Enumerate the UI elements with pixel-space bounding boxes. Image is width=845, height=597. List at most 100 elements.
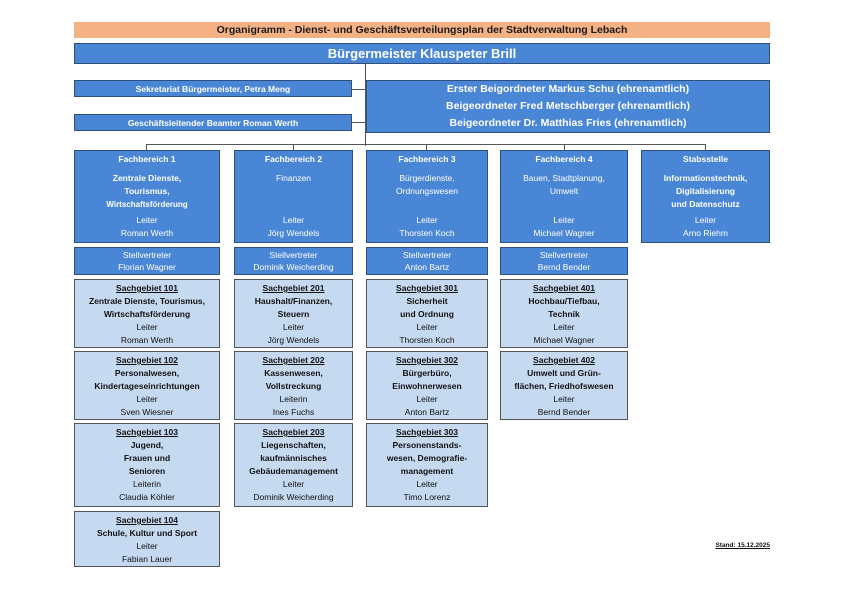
- leiter-name: Thorsten Koch: [399, 335, 455, 345]
- sachgebiet-title: Sachgebiet 102: [116, 355, 178, 365]
- leiter-name: Roman Werth: [120, 228, 174, 238]
- leiter-label: Leiter: [416, 322, 438, 332]
- sachgebiet-name-line: Sicherheit: [406, 296, 448, 306]
- leiter-label: Leiter: [282, 215, 305, 225]
- sachgebiet-title: Sachgebiet 301: [396, 283, 458, 293]
- sachgebiet-103-box: Sachgebiet 103 Jugend, Frauen und Senior…: [74, 423, 220, 507]
- leiter-name: Arno Riehm: [683, 228, 728, 238]
- leiter-label: Leiterin: [133, 479, 161, 489]
- leiter-name: Timo Lorenz: [403, 492, 451, 502]
- sachgebiet-title: Sachgebiet 202: [262, 355, 325, 365]
- sachgebiet-name-line: Jugend,: [130, 440, 164, 450]
- fachbereich-3-box: Fachbereich 3 Bürgerdienste, Ordnungswes…: [366, 150, 488, 243]
- leiter-name: Dominik Weicherding: [253, 492, 334, 502]
- sachgebiet-name-line: Senioren: [128, 466, 166, 476]
- sachgebiet-title: Sachgebiet 401: [533, 283, 595, 293]
- sachgebiet-title: Sachgebiet 104: [116, 515, 178, 525]
- sachgebiet-name-line: Vollstreckung: [265, 381, 322, 391]
- sachgebiet-104-box: Sachgebiet 104 Schule, Kultur und Sport …: [74, 511, 220, 567]
- stellvertreter-box: Stellvertreter Anton Bartz: [366, 247, 488, 275]
- fachbereich-name: Finanzen: [235, 172, 352, 185]
- sachgebiet-name-line: Liegenschaften,: [261, 440, 326, 450]
- fachbereich-name-line: Ordnungswesen: [396, 186, 458, 196]
- sachgebiet-name-line: management: [400, 466, 454, 476]
- stellvertreter-label: Stellvertreter: [402, 250, 452, 260]
- leiter-label: Leiter: [416, 479, 438, 489]
- leiter-name: Anton Bartz: [404, 407, 450, 417]
- fachbereich-name: Bauen, Stadtplanung, Umwelt: [501, 172, 627, 198]
- leiter-label: Leiter: [282, 479, 305, 489]
- sachgebiet-name-line: Technik: [548, 309, 580, 319]
- sachgebiet-202-box: Sachgebiet 202 Kassenwesen, Vollstreckun…: [234, 351, 353, 420]
- connector-line: [352, 89, 365, 90]
- sachgebiet-name-line: Wirtschaftsförderung: [103, 309, 191, 319]
- geschaeftsleitender-beamter-box: Geschäftsleitender Beamter Roman Werth: [74, 114, 352, 131]
- fachbereich-name: Zentrale Dienste, Tourismus, Wirtschafts…: [75, 172, 219, 211]
- sachgebiet-name-line: Frauen und: [123, 453, 171, 463]
- leiter-name: Ines Fuchs: [272, 407, 315, 417]
- mayor-box: Bürgermeister Klauspeter Brill: [74, 43, 770, 64]
- stellvertreter-label: Stellvertreter: [269, 250, 318, 260]
- stellvertreter-box: Stellvertreter Bernd Bender: [500, 247, 628, 275]
- sachgebiet-name-line: Personalwesen,: [114, 368, 180, 378]
- leiter-label: Leiter: [553, 322, 575, 332]
- connector-line: [705, 144, 706, 150]
- connector-line: [365, 64, 366, 146]
- sachgebiet-402-box: Sachgebiet 402 Umwelt und Grün- flächen,…: [500, 351, 628, 420]
- sachgebiet-name-line: flächen, Friedhofswesen: [514, 381, 614, 391]
- sachgebiet-203-box: Sachgebiet 203 Liegenschaften, kaufmänni…: [234, 423, 353, 507]
- sachgebiet-name-line: kaufmännisches: [260, 453, 327, 463]
- leiter-label: Leiter: [553, 394, 575, 404]
- fachbereich-name: Informationstechnik, Digitalisierung und…: [642, 172, 769, 211]
- sachgebiet-title: Sachgebiet 303: [396, 427, 458, 437]
- leiter-label: Leiter: [136, 541, 158, 551]
- sachgebiet-name-line: Einwohnerwesen: [392, 381, 462, 391]
- page-title: Organigramm - Dienst- und Geschäftsverte…: [74, 22, 770, 38]
- sachgebiet-title: Sachgebiet 203: [262, 427, 325, 437]
- sachgebiet-name-line: Bürgerbüro,: [402, 368, 452, 378]
- stabsstelle-box: Stabsstelle Informationstechnik, Digital…: [641, 150, 770, 243]
- stellvertreter-name: Florian Wagner: [118, 262, 176, 272]
- sachgebiet-name-line: Schule, Kultur und Sport: [96, 528, 198, 538]
- sachgebiet-title: Sachgebiet 101: [116, 283, 178, 293]
- fachbereich-name-line: Umwelt: [549, 186, 579, 196]
- fachbereich-heading: Fachbereich 4: [535, 154, 593, 164]
- sachgebiet-name-line: Personenstands-: [392, 440, 462, 450]
- stellvertreter-label: Stellvertreter: [539, 250, 589, 260]
- leiter-name: Bernd Bender: [537, 407, 591, 417]
- sachgebiet-302-box: Sachgebiet 302 Bürgerbüro, Einwohnerwese…: [366, 351, 488, 420]
- sachgebiet-303-box: Sachgebiet 303 Personenstands- wesen, De…: [366, 423, 488, 507]
- stellvertreter-box: Stellvertreter Florian Wagner: [74, 247, 220, 275]
- leiter-label: Leiter: [282, 322, 305, 332]
- fachbereich-name-line: Bauen, Stadtplanung,: [523, 173, 605, 183]
- leiter-name: Jörg Wendels: [267, 335, 320, 345]
- sachgebiet-name-line: wesen, Demografie-: [386, 453, 468, 463]
- beigeordneter-line: Erster Beigordneter Markus Schu (ehrenam…: [446, 83, 690, 95]
- fachbereich-name-line: Digitalisierung: [675, 186, 736, 196]
- leiter-label: Leiter: [416, 215, 438, 225]
- leiter-name: Thorsten Koch: [399, 228, 455, 238]
- sachgebiet-title: Sachgebiet 402: [533, 355, 595, 365]
- leiter-name: Michael Wagner: [533, 335, 595, 345]
- leiter-label: Leiterin: [279, 394, 308, 404]
- leiter-name: Jörg Wendels: [267, 228, 320, 238]
- stellvertreter-box: Stellvertreter Dominik Weicherding: [234, 247, 353, 275]
- fachbereich-name-line: und Datenschutz: [671, 199, 740, 209]
- sachgebiet-title: Sachgebiet 302: [396, 355, 458, 365]
- leiter-label: Leiter: [136, 394, 158, 404]
- fachbereich-2-box: Fachbereich 2 Finanzen Leiter Jörg Wende…: [234, 150, 353, 243]
- fachbereich-name-line: Bürgerdienste,: [399, 173, 455, 183]
- sachgebiet-name-line: Gebäudemanagement: [249, 466, 338, 476]
- stellvertreter-name: Dominik Weicherding: [253, 262, 334, 272]
- beigeordneter-line: Beigeordneter Dr. Matthias Fries (ehrena…: [449, 117, 687, 129]
- fachbereich-4-box: Fachbereich 4 Bauen, Stadtplanung, Umwel…: [500, 150, 628, 243]
- stellvertreter-name: Anton Bartz: [404, 262, 450, 272]
- fachbereich-heading: Fachbereich 2: [264, 154, 323, 164]
- fachbereich-heading: Fachbereich 1: [118, 154, 176, 164]
- fachbereich-1-box: Fachbereich 1 Zentrale Dienste, Tourismu…: [74, 150, 220, 243]
- sachgebiet-301-box: Sachgebiet 301 Sicherheit und Ordnung Le…: [366, 279, 488, 348]
- sachgebiet-title: Sachgebiet 201: [262, 283, 325, 293]
- sachgebiet-101-box: Sachgebiet 101 Zentrale Dienste, Tourism…: [74, 279, 220, 348]
- beigeordneter-line: Beigeordneter Fred Metschberger (ehrenam…: [446, 100, 690, 112]
- sachgebiet-name-line: Umwelt und Grün-: [527, 368, 601, 378]
